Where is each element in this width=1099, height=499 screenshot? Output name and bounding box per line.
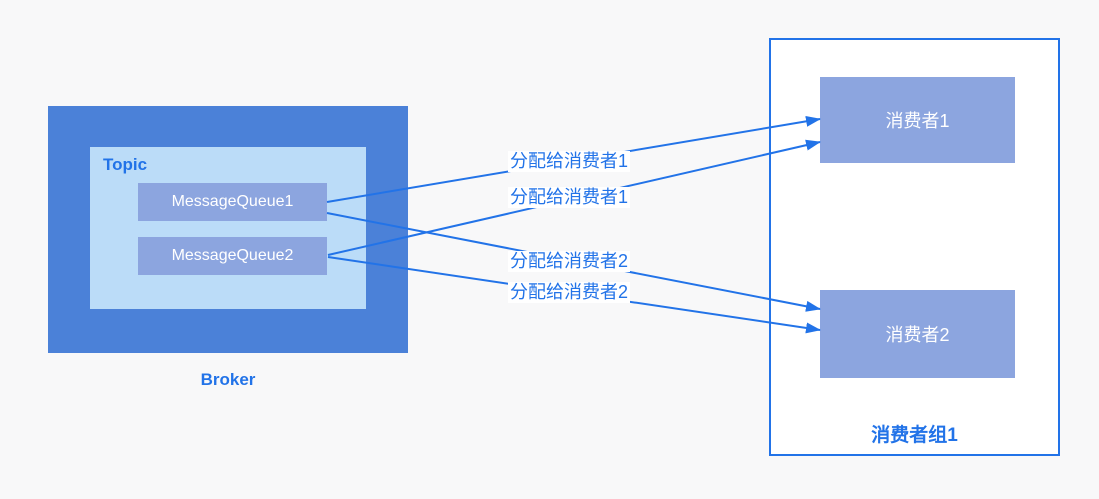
consumer-1: 消费者1: [820, 77, 1015, 163]
consumer-2-label: 消费者2: [885, 325, 950, 345]
broker-caption: Broker: [200, 370, 256, 389]
consumer-1-label: 消费者1: [885, 111, 950, 131]
topic-label: Topic: [103, 155, 148, 174]
consumer-2: 消费者2: [820, 290, 1015, 378]
message-queue-1: MessageQueue1: [138, 183, 327, 221]
assignment-label: 分配给消费者1: [508, 187, 631, 208]
message-queue-1-label: MessageQueue1: [171, 193, 294, 210]
consumer-group-caption: 消费者组1: [871, 425, 958, 446]
topic-box: [90, 147, 366, 309]
assignment-label: 分配给消费者2: [508, 251, 631, 272]
assignment-label: 分配给消费者2: [508, 282, 631, 303]
message-queue-2-label: MessageQueue2: [171, 247, 294, 264]
message-queue-2: MessageQueue2: [138, 237, 327, 275]
assignment-label: 分配给消费者1: [508, 151, 631, 172]
